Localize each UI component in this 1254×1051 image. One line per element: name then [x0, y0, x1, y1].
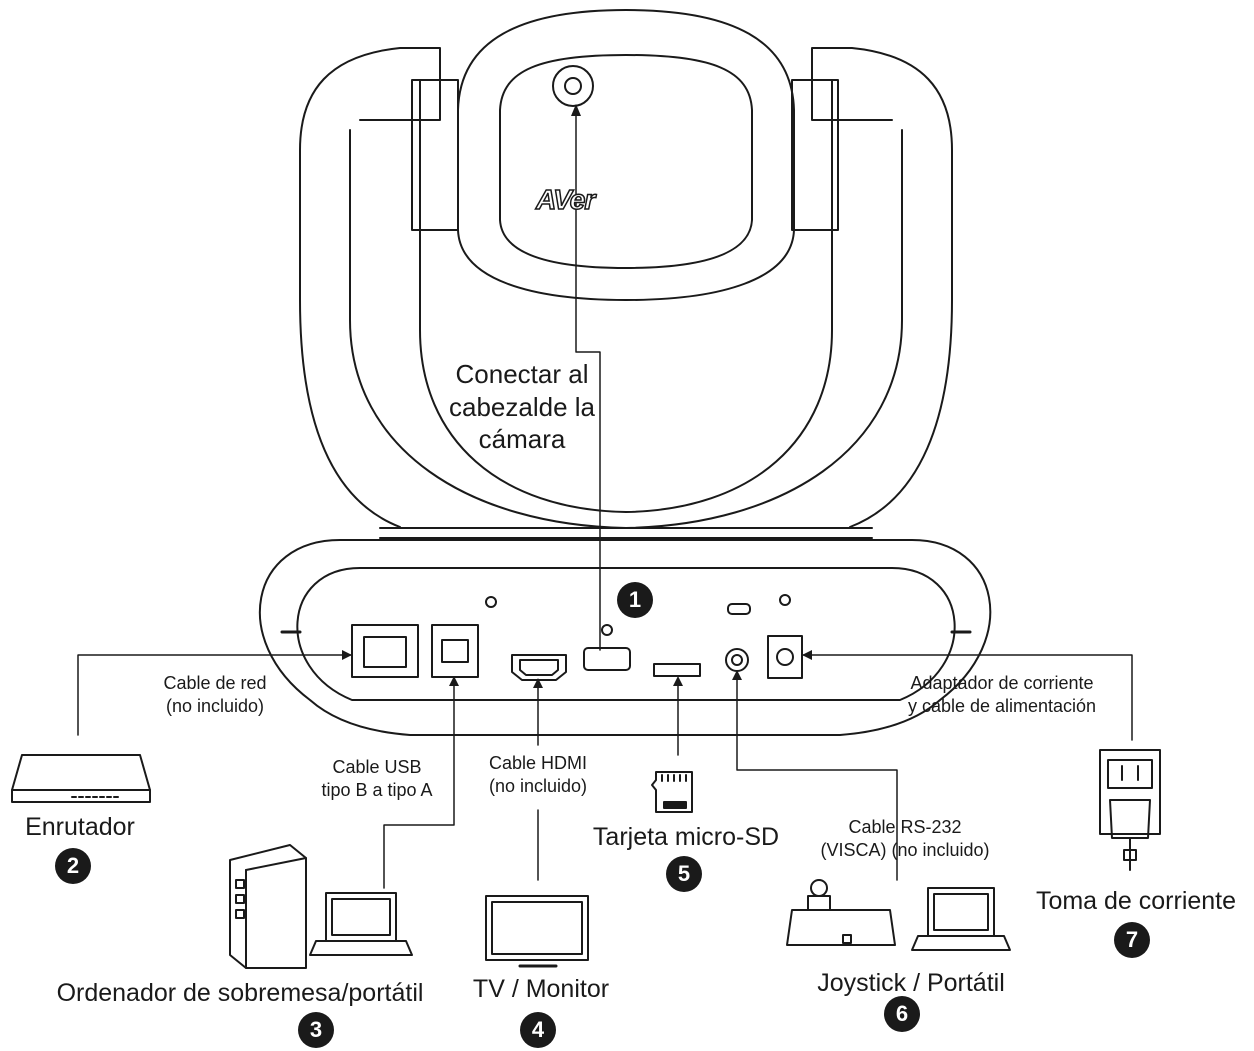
router-icon	[11, 754, 151, 803]
connect-camera-head-label: Conectar al cabezalde la cámara	[430, 358, 614, 456]
usb-cable-label: Cable USB tipo B a tipo A	[302, 756, 452, 801]
sdcard-device-label: Tarjeta micro-SD	[592, 823, 780, 851]
computer-device-label: Ordenador de sobremesa/portátil	[56, 979, 424, 1007]
badge-3: 3	[298, 1012, 334, 1048]
cable-label-line: y cable de alimentación	[907, 695, 1097, 716]
joystick-laptop-icon	[786, 879, 1011, 951]
micro-sd-icon	[651, 771, 693, 813]
badge-1: 1	[617, 582, 653, 618]
hdmi-port	[511, 654, 567, 681]
cable-label-line: tipo B a tipo A	[321, 779, 433, 800]
power-device-label: Toma de corriente	[1035, 887, 1237, 915]
cable-label-line: Adaptador de corriente	[910, 673, 1094, 693]
monitor-device-label: TV / Monitor	[472, 975, 610, 1003]
monitor-icon	[485, 895, 589, 968]
badge-7: 7	[1114, 922, 1150, 958]
connect-label-line: Conectar al	[455, 359, 589, 389]
power-cable-label: Adaptador de corriente y cable de alimen…	[884, 672, 1120, 717]
aver-logo: AVer	[535, 183, 596, 216]
cable-label-line: (no incluido)	[488, 775, 588, 796]
usb-b-port	[431, 624, 479, 678]
lan-port	[351, 624, 419, 678]
badge-2: 2	[55, 848, 91, 884]
cable-label-line: Cable HDMI	[488, 753, 588, 773]
joystick-device-label: Joystick / Portátil	[817, 969, 1005, 997]
dc-power-port	[767, 635, 803, 679]
power-outlet-icon	[1099, 749, 1161, 871]
router-cable-label: Cable de red (no incluido)	[140, 672, 290, 717]
camera-body	[299, 9, 953, 539]
connect-label-line: cámara	[478, 424, 566, 454]
hdmi-cable-label: Cable HDMI (no incluido)	[468, 752, 608, 797]
camera-base	[258, 539, 992, 736]
desktop-laptop-icon	[229, 844, 413, 969]
cable-label-line: (VISCA) (no incluido)	[820, 839, 990, 860]
cable-label-line: Cable USB	[332, 757, 422, 777]
cable-label-line: Cable de red	[163, 673, 267, 693]
router-device-label: Enrutador	[25, 813, 135, 841]
cable-label-line: Cable RS-232	[848, 817, 962, 837]
connect-label-line: cabezalde la	[449, 391, 595, 422]
camera-head-port	[583, 647, 631, 671]
badge-5: 5	[666, 856, 702, 892]
micro-sd-slot	[653, 663, 701, 677]
rs232-port	[725, 648, 749, 672]
badge-4: 4	[520, 1012, 556, 1048]
cable-label-line: (no incluido)	[165, 695, 265, 716]
connection-lines	[77, 111, 1133, 889]
rs232-cable-label: Cable RS-232 (VISCA) (no incluido)	[800, 816, 1010, 861]
badge-6: 6	[884, 996, 920, 1032]
